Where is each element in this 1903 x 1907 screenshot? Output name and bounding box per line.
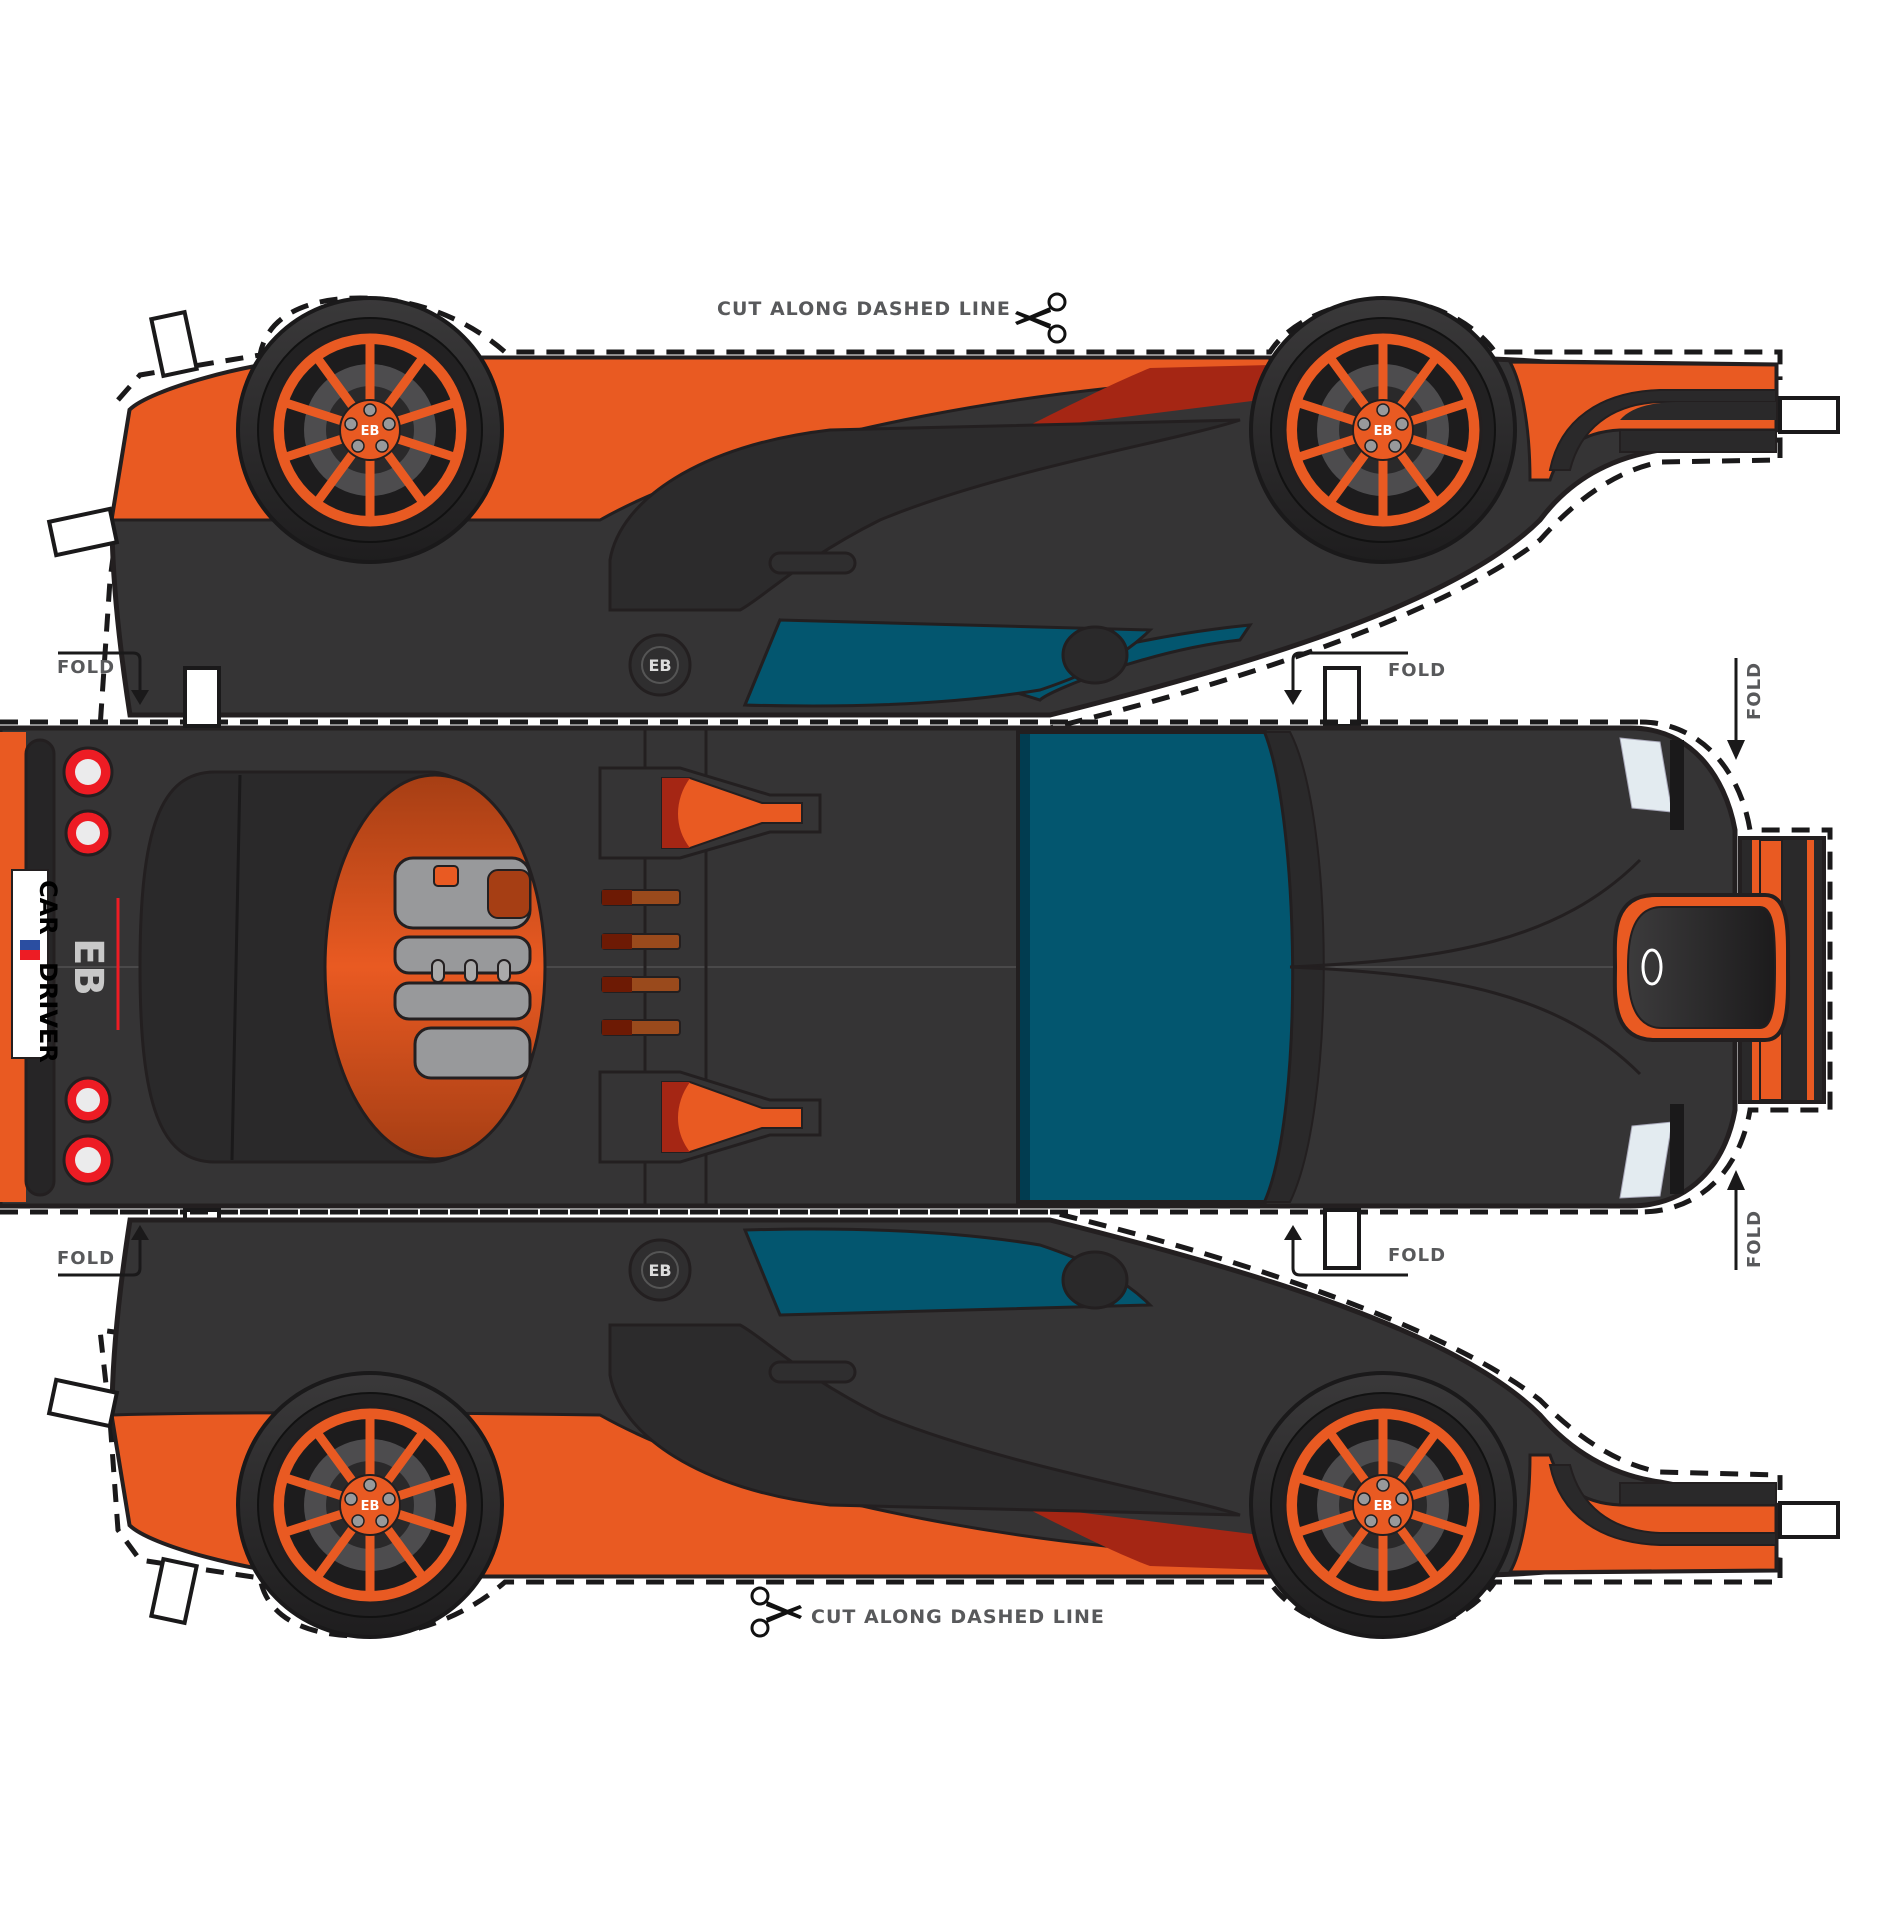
fold-label-bottom-right: FOLD — [1744, 1209, 1765, 1268]
cut-label-bottom: CUT ALONG DASHED LINE — [811, 1606, 1105, 1628]
windshield — [1016, 730, 1296, 1204]
front-grille — [1612, 893, 1791, 1042]
fold-arrows — [58, 651, 1738, 1277]
tail-lights — [62, 746, 114, 1186]
bugatti-oval-emblem — [1641, 948, 1663, 986]
side-profile-top: EB — [46, 292, 1840, 731]
fold-label-top-mid: FOLD — [1388, 660, 1447, 681]
wheel-rear-top — [238, 298, 502, 562]
headlight-right — [1619, 1121, 1673, 1199]
bugatti-badge-tail: EB — [65, 938, 111, 996]
air-scoop-right — [598, 1070, 822, 1164]
scissors-icon — [1013, 292, 1067, 344]
fold-label-top-right: FOLD — [1744, 661, 1765, 720]
top-view: CAR DRIVER EB — [0, 666, 1833, 1270]
cut-line-bottom — [97, 1209, 1783, 1639]
door-handle-top — [768, 551, 857, 575]
wheel-front-bottom — [1251, 1373, 1515, 1637]
svg-text:DRIVER: DRIVER — [34, 962, 62, 1063]
scissors-icon — [750, 1586, 804, 1638]
bugatti-badge-side-top: EB — [628, 633, 692, 697]
engine-block — [393, 856, 532, 1080]
roof-vents — [601, 889, 681, 1036]
air-scoop-left — [598, 766, 822, 860]
svg-text:EB: EB — [648, 1261, 671, 1280]
door-handle-bottom — [768, 1360, 857, 1384]
svg-text:EB: EB — [648, 656, 671, 675]
side-profile-bottom: EB — [46, 1209, 1840, 1639]
side-mirror-top — [1061, 625, 1129, 685]
svg-text:CAR: CAR — [34, 880, 62, 935]
fold-label-bottom-mid: FOLD — [1388, 1245, 1447, 1266]
fold-label-top-left: FOLD — [57, 657, 116, 678]
cut-label-top: CUT ALONG DASHED LINE — [717, 298, 1011, 320]
bugatti-badge-side-bottom: EB — [628, 1238, 692, 1302]
wheel-rear-bottom — [238, 1373, 502, 1637]
arrow-icon — [131, 690, 1745, 1240]
car-and-driver-plate: CAR DRIVER — [11, 869, 62, 1063]
side-mirror-bottom — [1061, 1250, 1129, 1310]
fold-label-bottom-left: FOLD — [57, 1248, 116, 1269]
wheel-front-top — [1251, 298, 1515, 562]
